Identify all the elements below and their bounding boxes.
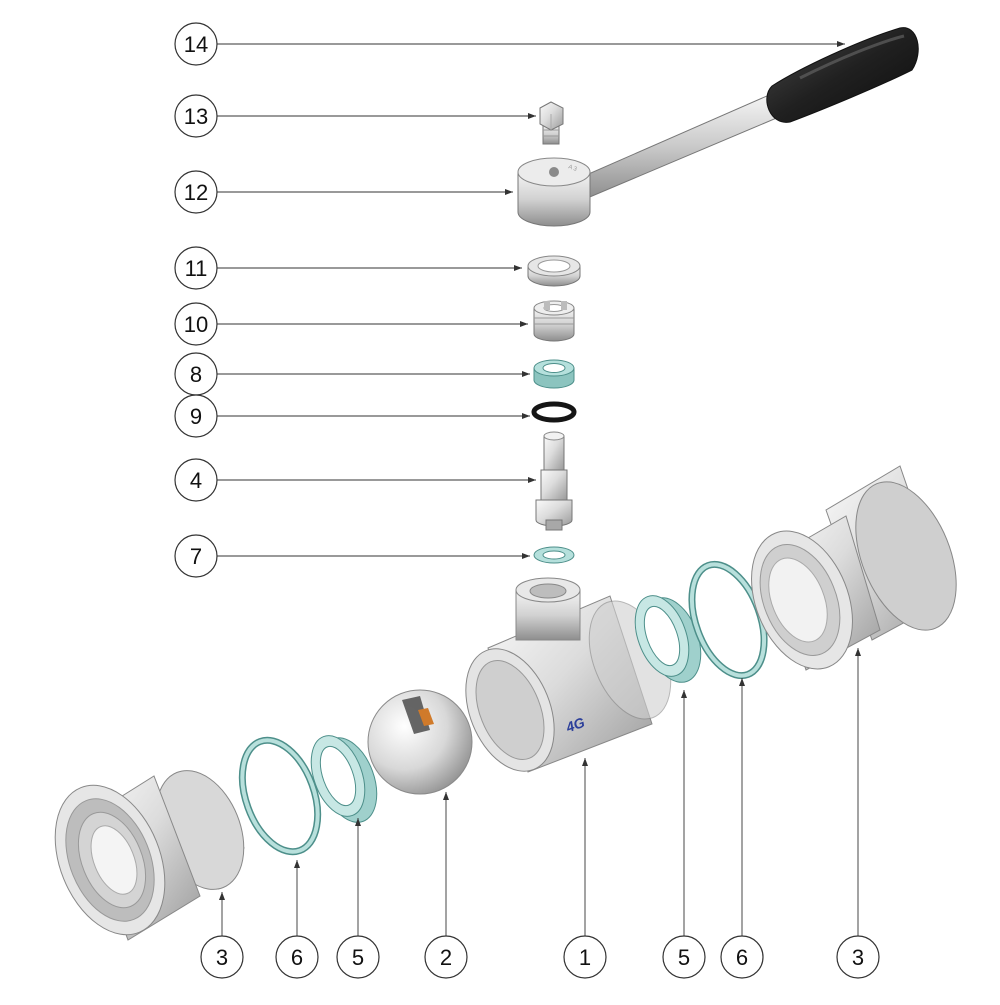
- callout-circle: [275, 935, 319, 979]
- callout-part-2: 2: [424, 935, 468, 979]
- callout-part-3: 3: [200, 935, 244, 979]
- callout-part-6: 6: [720, 935, 764, 979]
- callout-circle: [174, 458, 218, 502]
- callout-part-5: 5: [662, 935, 706, 979]
- callout-circle: [836, 935, 880, 979]
- hex-bolt: [539, 101, 564, 145]
- callout-number: 12: [184, 180, 208, 205]
- callout-part-5: 5: [336, 935, 380, 979]
- callout-part-10: 10: [174, 302, 218, 346]
- callout-circle: [174, 534, 218, 578]
- callout-part-11: 11: [174, 246, 218, 290]
- callout-circle: [336, 935, 380, 979]
- callout-arrowhead: [522, 553, 530, 559]
- stem-seal-ring: [533, 359, 575, 389]
- callout-number: 7: [190, 544, 202, 569]
- callout-circle: [174, 94, 218, 138]
- left-union-end: [54, 770, 245, 941]
- callout-number: 2: [440, 945, 452, 970]
- callout-number: 5: [352, 945, 364, 970]
- callout-arrowhead: [681, 690, 687, 698]
- callout-arrowhead: [505, 189, 513, 195]
- valve-ball: [367, 689, 473, 795]
- callout-circle: [424, 935, 468, 979]
- callout-number: 6: [736, 945, 748, 970]
- body-logo: 4G: [563, 714, 587, 736]
- callout-number: 13: [184, 104, 208, 129]
- callout-circle: [174, 170, 218, 214]
- callout-number: 3: [216, 945, 228, 970]
- valve-stem: [535, 431, 573, 531]
- callout-number: 3: [852, 945, 864, 970]
- callout-number: 6: [291, 945, 303, 970]
- callout-part-13: 13: [174, 94, 218, 138]
- callout-part-14: 14: [174, 22, 218, 66]
- stem-washer: [533, 546, 575, 564]
- callout-circle: [200, 935, 244, 979]
- callout-part-6: 6: [275, 935, 319, 979]
- callout-arrowhead: [514, 265, 522, 271]
- callout-arrowhead: [522, 413, 530, 419]
- callout-arrowhead: [219, 892, 225, 900]
- o-ring: [531, 401, 577, 423]
- callout-part-7: 7: [174, 534, 218, 578]
- callout-number: 1: [579, 945, 591, 970]
- callout-circle: [174, 246, 218, 290]
- callout-circle: [563, 935, 607, 979]
- callout-arrowhead: [522, 371, 530, 377]
- callout-number: 9: [190, 404, 202, 429]
- callout-number: 10: [184, 312, 208, 337]
- callout-number: 8: [190, 362, 202, 387]
- callout-number: 11: [185, 256, 208, 281]
- callout-circle: [174, 394, 218, 438]
- right-union-end: [751, 465, 957, 671]
- callout-part-12: 12: [174, 170, 218, 214]
- callout-arrowhead: [443, 792, 449, 800]
- callout-part-9: 9: [174, 394, 218, 438]
- callout-circle: [662, 935, 706, 979]
- locking-nut: [527, 255, 581, 287]
- callout-number: 4: [190, 468, 202, 493]
- callout-circle: [720, 935, 764, 979]
- callout-arrowhead: [739, 678, 745, 686]
- callout-arrowhead: [294, 860, 300, 868]
- callout-number: 5: [678, 945, 690, 970]
- callout-arrowhead: [855, 648, 861, 656]
- valve-body: 4G: [465, 577, 672, 773]
- callout-circle: [174, 22, 218, 66]
- gland-nut: [533, 300, 575, 342]
- callout-part-3: 3: [836, 935, 880, 979]
- handle-lever: [567, 91, 787, 203]
- callout-part-1: 1: [563, 935, 607, 979]
- callout-arrowhead: [837, 41, 845, 47]
- callout-arrowhead: [355, 818, 361, 826]
- callout-layer: 14 13 12 11 10 8 9 4 7 3 6 5 2 1 5 6 3: [174, 22, 880, 979]
- callout-arrowhead: [582, 758, 588, 766]
- handle-grip: [766, 27, 919, 123]
- right-ball-seat: [634, 595, 702, 683]
- handle-hub: A 3: [517, 157, 591, 227]
- callout-arrowhead: [528, 113, 536, 119]
- callout-arrowhead: [528, 477, 536, 483]
- svg-text:A 3: A 3: [567, 164, 578, 173]
- callout-number: 14: [184, 32, 208, 57]
- left-ball-seat: [310, 735, 378, 823]
- callout-part-8: 8: [174, 352, 218, 396]
- callout-arrowhead: [520, 321, 528, 327]
- left-gasket: [238, 736, 322, 856]
- callout-circle: [174, 302, 218, 346]
- callout-part-4: 4: [174, 458, 218, 502]
